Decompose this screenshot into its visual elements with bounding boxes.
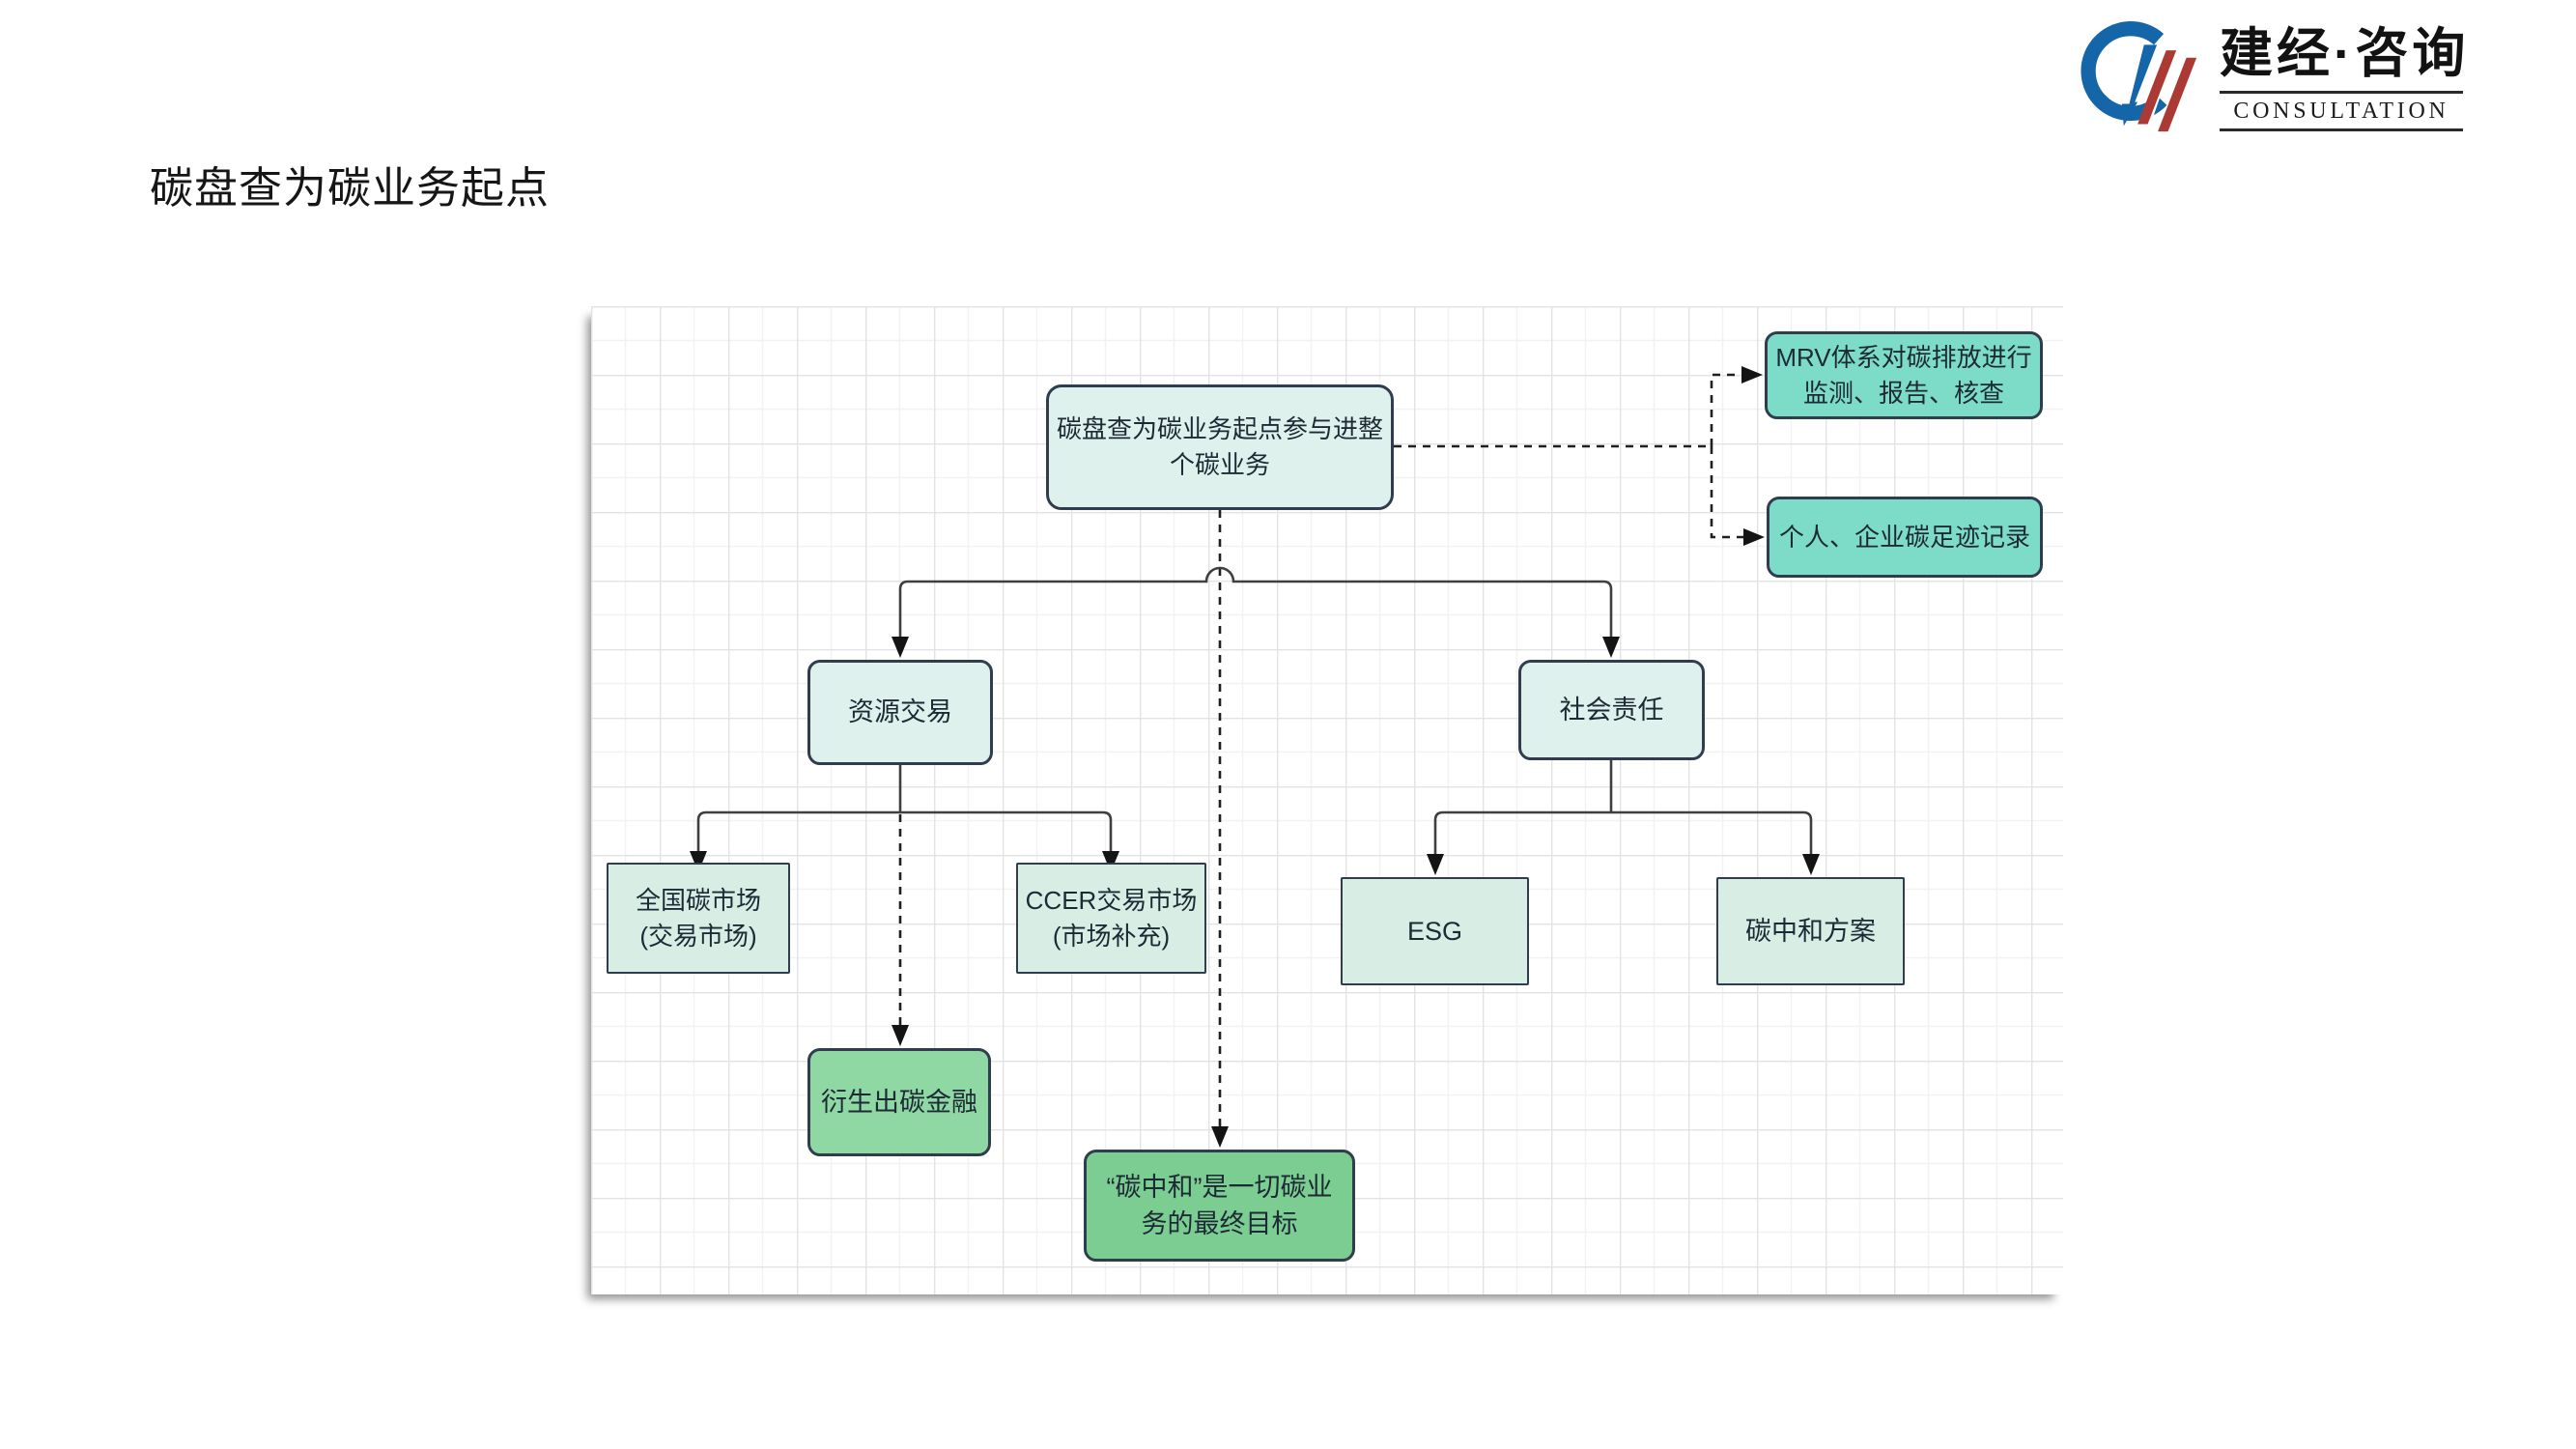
company-logo-icon — [2081, 21, 2197, 132]
page-title: 碳盘查为碳业务起点 — [150, 163, 551, 213]
node-yansheng-line1: 衍生出碳金融 — [821, 1087, 977, 1117]
brand-divider-bottom — [2220, 128, 2463, 131]
connector-shehui-branch — [1433, 810, 1813, 863]
arrowhead-esg — [1427, 854, 1444, 875]
node-esg: ESG — [1341, 877, 1529, 985]
node-shehui-line1: 社会责任 — [1559, 695, 1664, 724]
brand-divider-top — [2220, 91, 2463, 94]
node-footprint: 个人、企业碳足迹记录 — [1767, 497, 2043, 578]
node-ziyuan-line1: 资源交易 — [848, 697, 952, 727]
company-logo: 建经·咨询 CONSULTATION — [2067, 12, 2521, 137]
node-mrv-line2: 监测、报告、核查 — [1802, 378, 2004, 408]
node-ccer-line2: (市场补充) — [1052, 921, 1171, 951]
node-esg-line1: ESG — [1406, 916, 1463, 946]
node-root: 碳盘查为碳业务起点参与进整 个碳业务 — [1046, 384, 1394, 510]
node-final-line1: “碳中和”是一切碳业 — [1106, 1172, 1333, 1202]
node-quanguo-line1: 全国碳市场 — [635, 885, 761, 915]
arrowhead-fangan — [1802, 854, 1820, 875]
connector-main-branch — [898, 566, 1613, 643]
node-footprint-line1: 个人、企业碳足迹记录 — [1778, 522, 2030, 552]
arrowhead-mrv — [1741, 366, 1763, 384]
node-fangan: 碳中和方案 — [1716, 877, 1905, 985]
node-final-line2: 务的最终目标 — [1141, 1209, 1298, 1238]
connector-junction-to-footprint — [1710, 446, 1744, 539]
node-ccer: CCER交易市场 (市场补充) — [1016, 863, 1206, 974]
node-mrv: MRV体系对碳排放进行 监测、报告、核查 — [1765, 331, 2043, 419]
arrowhead-ccer — [1102, 851, 1119, 872]
node-mrv-line1: MRV体系对碳排放进行 — [1775, 342, 2032, 372]
brand-name: 建经·咨询 — [2220, 23, 2470, 83]
node-final: “碳中和”是一切碳业 务的最终目标 — [1084, 1150, 1355, 1262]
node-root-line2: 个碳业务 — [1169, 450, 1270, 479]
node-ziyuan: 资源交易 — [807, 660, 993, 765]
node-quanguo-line2: (交易市场) — [639, 921, 757, 951]
arrowhead-yansheng — [892, 1025, 909, 1046]
logo-text: 建经·咨询 CONSULTATION — [2220, 15, 2470, 131]
brand-subtitle: CONSULTATION — [2233, 99, 2449, 124]
connector-junction-to-mrv — [1710, 373, 1742, 446]
arrowhead-ziyuan — [892, 637, 909, 658]
arrowhead-shehui — [1602, 637, 1620, 658]
node-yansheng: 衍生出碳金融 — [807, 1048, 991, 1156]
node-ccer-line1: CCER交易市场 — [1025, 885, 1198, 915]
node-fangan-line1: 碳中和方案 — [1745, 916, 1876, 946]
node-root-line1: 碳盘查为碳业务起点参与进整 — [1056, 414, 1383, 444]
node-shehui: 社会责任 — [1518, 660, 1705, 760]
arrowhead-quanguo — [690, 851, 707, 872]
node-quanguo: 全国碳市场 (交易市场) — [607, 863, 790, 974]
arrowhead-final — [1211, 1126, 1229, 1148]
arrowhead-footprint — [1743, 528, 1765, 546]
connector-ziyuan-branch — [696, 810, 1113, 860]
